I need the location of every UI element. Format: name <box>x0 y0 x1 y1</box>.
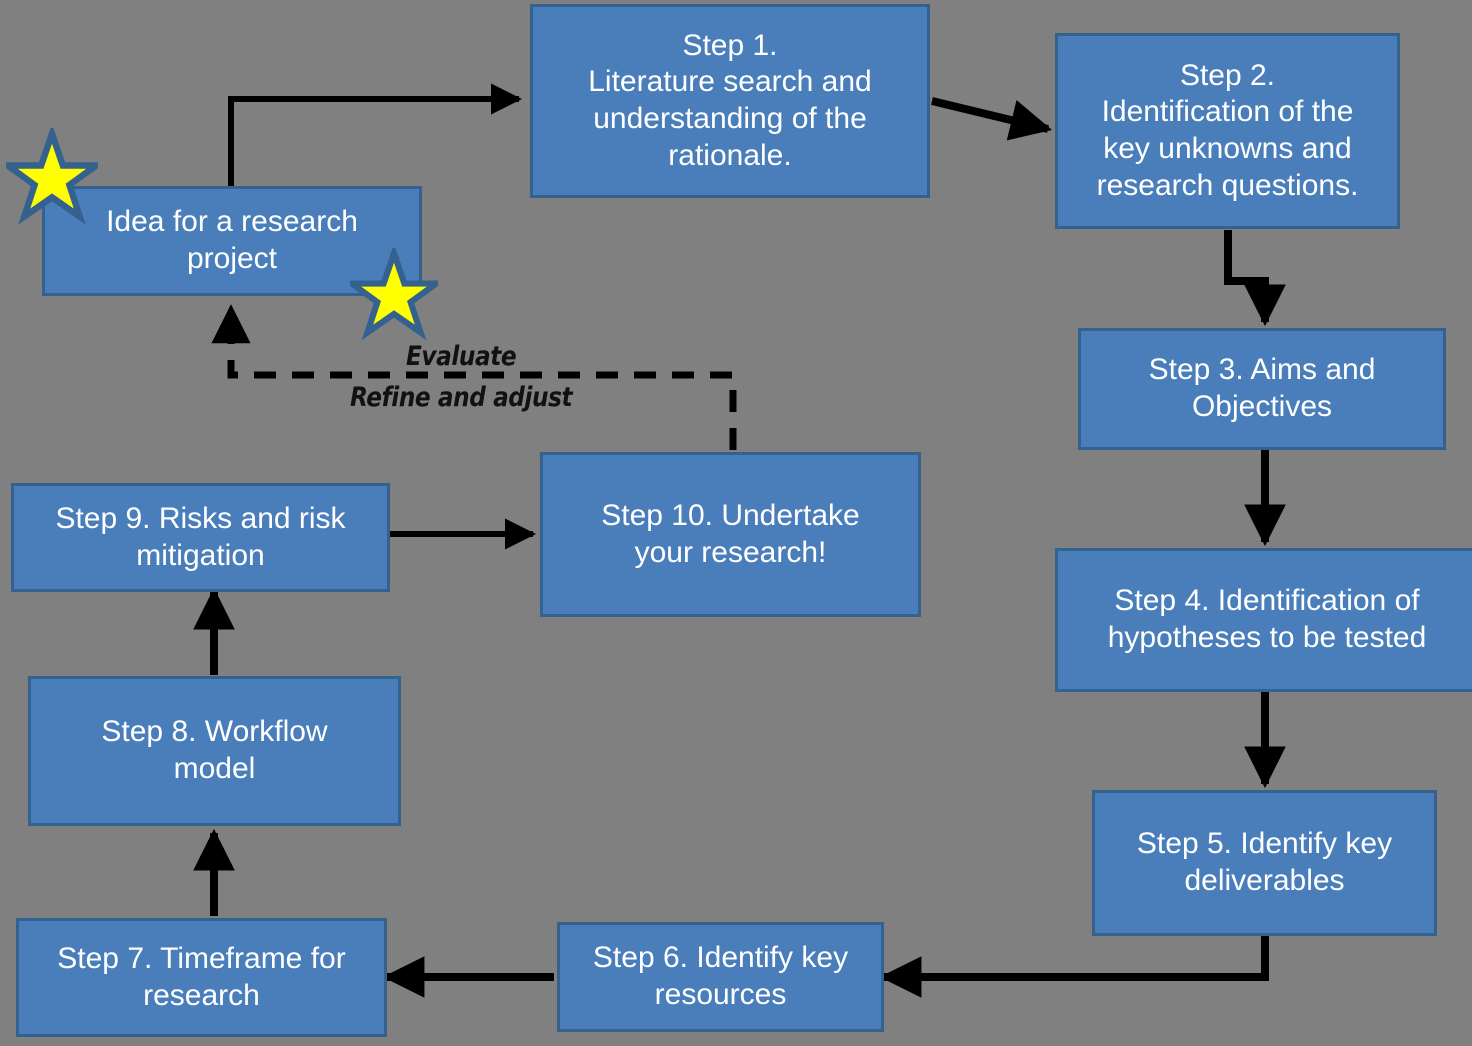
node-step8[interactable]: Step 8. Workflow model <box>28 676 401 826</box>
edge-label-evaluate: Evaluate <box>406 341 517 372</box>
node-step3[interactable]: Step 3. Aims and Objectives <box>1078 328 1446 450</box>
node-step5-label: Step 5. Identify key deliverables <box>1136 827 1393 897</box>
node-step2-label: Step 2. Identification of the key unknow… <box>1096 58 1359 202</box>
node-idea-label: Idea for a research project <box>106 205 358 275</box>
connector-step5-to-step6 <box>879 936 1269 998</box>
connector-step1-to-step2 <box>931 97 1053 141</box>
node-step4-label: Step 4. Identification of hypotheses to … <box>1107 584 1427 654</box>
node-step9-label: Step 9. Risks and risk mitigation <box>55 501 346 572</box>
node-step9[interactable]: Step 9. Risks and risk mitigation <box>11 483 390 592</box>
node-step1[interactable]: Step 1. Literature search and understand… <box>530 4 930 198</box>
node-step1-label: Step 1. Literature search and understand… <box>588 28 872 172</box>
node-step4[interactable]: Step 4. Identification of hypotheses to … <box>1055 548 1472 692</box>
node-step8-label: Step 8. Workflow model <box>101 715 328 785</box>
node-step10-label: Step 10. Undertake your research! <box>601 498 860 569</box>
node-step3-label: Step 3. Aims and Objectives <box>1148 353 1376 423</box>
connector-idea-to-step1 <box>228 83 523 190</box>
node-step7-label: Step 7. Timeframe for research <box>57 941 346 1012</box>
node-step2[interactable]: Step 2. Identification of the key unknow… <box>1055 33 1400 229</box>
node-step6[interactable]: Step 6. Identify key resources <box>557 922 884 1032</box>
connector-step2-to-step3 <box>1224 230 1286 327</box>
node-step7[interactable]: Step 7. Timeframe for research <box>16 918 387 1037</box>
node-step5[interactable]: Step 5. Identify key deliverables <box>1092 790 1437 936</box>
edge-label-refine-and-adjust: Refine and adjust <box>350 382 573 413</box>
node-step10[interactable]: Step 10. Undertake your research! <box>540 452 921 617</box>
star-icon-idea-bottom-right <box>350 248 438 341</box>
node-step6-label: Step 6. Identify key resources <box>592 941 849 1011</box>
star-icon-top-left <box>6 128 98 225</box>
connector-step10-to-idea-feedback <box>211 304 737 450</box>
